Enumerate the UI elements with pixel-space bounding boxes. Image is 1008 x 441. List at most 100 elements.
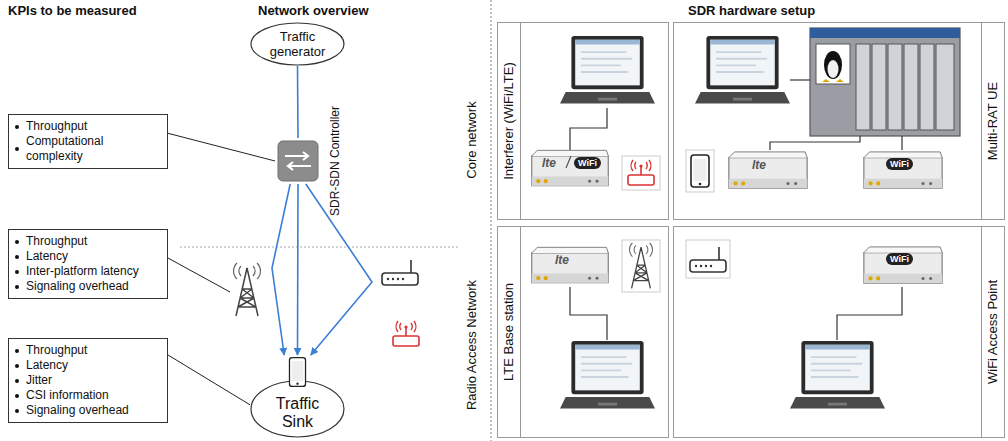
kpi-box: ThroughputComputational complexity: [8, 114, 168, 169]
panel-label: Multi-RAT UE: [985, 28, 1001, 214]
kpi-box: ThroughputLatencyJitterCSI informationSi…: [8, 338, 168, 423]
panel-label: LTE Base station: [501, 232, 517, 432]
icon-frame: [686, 240, 730, 278]
kpi-text: Throughput: [26, 119, 87, 134]
drawing-part: [920, 44, 934, 130]
icon-frame: [686, 150, 714, 192]
kpi-item: CSI information: [15, 388, 161, 403]
bullet-dot: [15, 255, 19, 259]
laptop-icon: [790, 341, 885, 408]
bullet-dot: [15, 285, 19, 289]
bullet-dot: [15, 379, 19, 383]
wifi-router-icon: [690, 247, 726, 272]
panel-label: Interferer (WiFi/LTE): [501, 28, 517, 214]
kpi-item: Inter-platform latency: [15, 264, 161, 279]
divider-line: [490, 0, 491, 441]
switch-arrows: [285, 152, 311, 170]
wifi-logo: WiFi: [886, 253, 913, 265]
sdr-device: [729, 152, 807, 188]
drawing-part: [904, 44, 918, 130]
hardware-panel: Interferer (WiFi/LTE): [497, 22, 669, 220]
wifi-logo: WiFi: [574, 157, 601, 169]
bullet-dot: [15, 409, 19, 413]
laptop-icon: [560, 341, 655, 408]
sdr-device: [532, 150, 609, 185]
column-header: SDR hardware setup: [688, 3, 815, 18]
bullet-dot: [15, 125, 19, 129]
lte-logo: lte: [542, 156, 556, 170]
cable: [790, 79, 810, 80]
cell-tower-icon: [234, 263, 261, 316]
icon-frame: [622, 156, 660, 190]
kpi-box: ThroughputLatencyInter-platform latencyS…: [8, 229, 168, 299]
kpi-item: Throughput: [15, 343, 161, 358]
kpi-text: Latency: [26, 358, 68, 373]
drawing-part: [936, 44, 954, 130]
kpi-item: Jitter: [15, 373, 161, 388]
kpi-text: Inter-platform latency: [26, 264, 139, 279]
kpi-text: Signaling overhead: [26, 279, 129, 294]
bullet-dot: [15, 364, 19, 368]
cable: [770, 136, 860, 150]
ellipse-text: Traffic Sink: [263, 395, 333, 431]
cable: [901, 136, 902, 150]
kpi-item: Latency: [15, 358, 161, 373]
sdr-device: [532, 247, 609, 282]
bullet-dot: [15, 349, 19, 353]
cell-tower-icon: [629, 243, 652, 288]
cable: [837, 287, 902, 340]
kpi-text: CSI information: [26, 388, 109, 403]
kpi-text: Jitter: [26, 373, 52, 388]
bullet-dot: [15, 394, 19, 398]
cable: [570, 287, 607, 340]
lte-logo: lte: [555, 253, 569, 267]
sdr-device: [864, 247, 942, 283]
controller-node: SDR-SDN Controller: [275, 138, 321, 184]
drawing-part: [810, 28, 960, 38]
layer-label: Radio Access Network: [464, 260, 480, 430]
switch-icon: [275, 138, 321, 184]
cable: [570, 108, 607, 150]
interferer-icon: [393, 321, 419, 346]
kpi-text: Signaling overhead: [26, 403, 129, 418]
traffic-ellipse: Traffic generator: [250, 22, 345, 66]
ellipse-shape: [251, 23, 344, 65]
phone-icon: [691, 155, 709, 187]
bullet-dot: [15, 147, 19, 151]
interferer-icon: [628, 160, 654, 185]
kpi-text: Throughput: [26, 234, 87, 249]
laptop-icon: [560, 36, 655, 103]
layer-label: Core network: [464, 60, 480, 220]
hardware-panel: Multi-RAT UE: [673, 22, 1005, 220]
switch-body: [278, 141, 318, 181]
leader-line: [168, 133, 275, 161]
label-strip: Interferer (WiFi/LTE): [498, 23, 521, 219]
drawing-part: [872, 44, 886, 130]
panel-label: WiFi Access Point: [985, 232, 1001, 432]
icon-frame: [622, 240, 660, 292]
wifi-logo: WiFi: [886, 158, 913, 170]
pxi-chassis: [810, 28, 960, 136]
label-strip: LTE Base station: [498, 227, 521, 437]
laptop-icon: [695, 36, 790, 103]
drawing-part: [828, 60, 839, 78]
drawing-part: [822, 79, 844, 82]
traffic-path: [297, 66, 299, 138]
hardware-panel: LTE Base station: [497, 226, 669, 438]
hardware-panel: WiFi Access Point: [673, 226, 1005, 438]
kpi-list: ThroughputLatencyInter-platform latencyS…: [15, 234, 161, 294]
kpi-item: Throughput: [15, 234, 161, 249]
column-header: KPIs to be measured: [8, 3, 137, 18]
kpi-text: Throughput: [26, 343, 87, 358]
bullet-dot: [15, 270, 19, 274]
leader-line: [168, 258, 230, 292]
label-strip: Multi-RAT UE: [981, 23, 1004, 219]
ellipse-text: Traffic generator: [263, 29, 333, 59]
layer-divider: [180, 247, 458, 248]
kpi-item: Signaling overhead: [15, 403, 161, 418]
drawing-part: [856, 44, 870, 130]
wifi-router-icon: [382, 260, 418, 285]
drawing-part: [888, 44, 902, 130]
kpi-text: Latency: [26, 249, 68, 264]
